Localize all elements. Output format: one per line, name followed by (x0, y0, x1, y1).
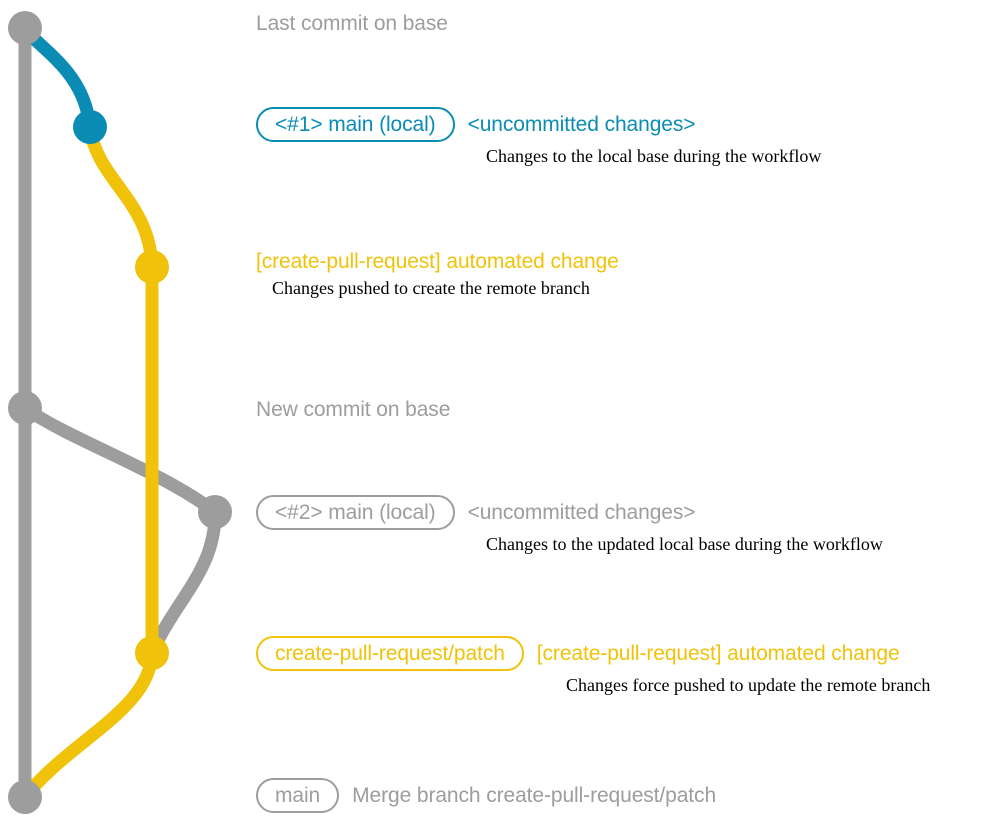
commit-description: Changes force pushed to update the remot… (566, 675, 931, 695)
edge-local2-to-remote2 (145, 505, 222, 660)
node-base-new-commit[interactable] (8, 391, 42, 425)
commit-row-merge: main Merge branch create-pull-request/pa… (256, 778, 716, 813)
commit-message: <uncommitted changes> (467, 112, 696, 136)
branch-badge-create-pull-request-patch[interactable]: create-pull-request/patch (256, 636, 524, 671)
node-base-top[interactable] (8, 11, 42, 45)
commit-headline: main Merge branch create-pull-request/pa… (256, 778, 716, 813)
edge-base-to-local2 (18, 401, 222, 519)
commit-message: [create-pull-request] automated change (536, 641, 900, 665)
commit-row-local-1: <#1> main (local) <uncommitted changes> … (256, 107, 821, 167)
commit-description: Changes pushed to create the remote bran… (272, 278, 590, 298)
commit-row-new-commit: New commit on base (256, 398, 450, 422)
commit-row-local-2: <#2> main (local) <uncommitted changes> … (256, 495, 883, 555)
commit-headline: [create-pull-request] automated change (256, 250, 619, 274)
node-remote-1[interactable] (135, 250, 169, 284)
commit-headline: create-pull-request/patch [create-pull-r… (256, 636, 930, 671)
branch-badge-local-1[interactable]: <#1> main (local) (256, 107, 455, 142)
commit-row-automated-2: create-pull-request/patch [create-pull-r… (256, 636, 930, 696)
commit-headline: <#1> main (local) <uncommitted changes> (256, 107, 821, 142)
commit-headline: Last commit on base (256, 12, 448, 36)
branch-badge-main[interactable]: main (256, 778, 340, 813)
node-local-1[interactable] (73, 110, 107, 144)
commit-message: [create-pull-request] automated change (256, 250, 619, 273)
node-remote-2[interactable] (135, 636, 169, 670)
node-local-2[interactable] (198, 495, 232, 529)
commit-headline: New commit on base (256, 398, 450, 422)
commit-headline: <#2> main (local) <uncommitted changes> (256, 495, 883, 530)
commit-message: New commit on base (256, 398, 451, 421)
commit-message: <uncommitted changes> (467, 500, 696, 524)
commit-row-last-commit: Last commit on base (256, 12, 448, 36)
branch-badge-local-2[interactable]: <#2> main (local) (256, 495, 455, 530)
commit-message: Merge branch create-pull-request/patch (352, 783, 717, 807)
commit-row-automated-1: [create-pull-request] automated change C… (256, 250, 619, 299)
edge-remote2-to-merge (18, 646, 159, 804)
commit-description: Changes to the updated local base during… (486, 534, 883, 554)
commit-description: Changes to the local base during the wor… (486, 146, 822, 166)
node-base-merge[interactable] (8, 780, 42, 814)
commit-message: Last commit on base (256, 12, 448, 35)
edge-local1-to-remote1 (83, 120, 159, 274)
